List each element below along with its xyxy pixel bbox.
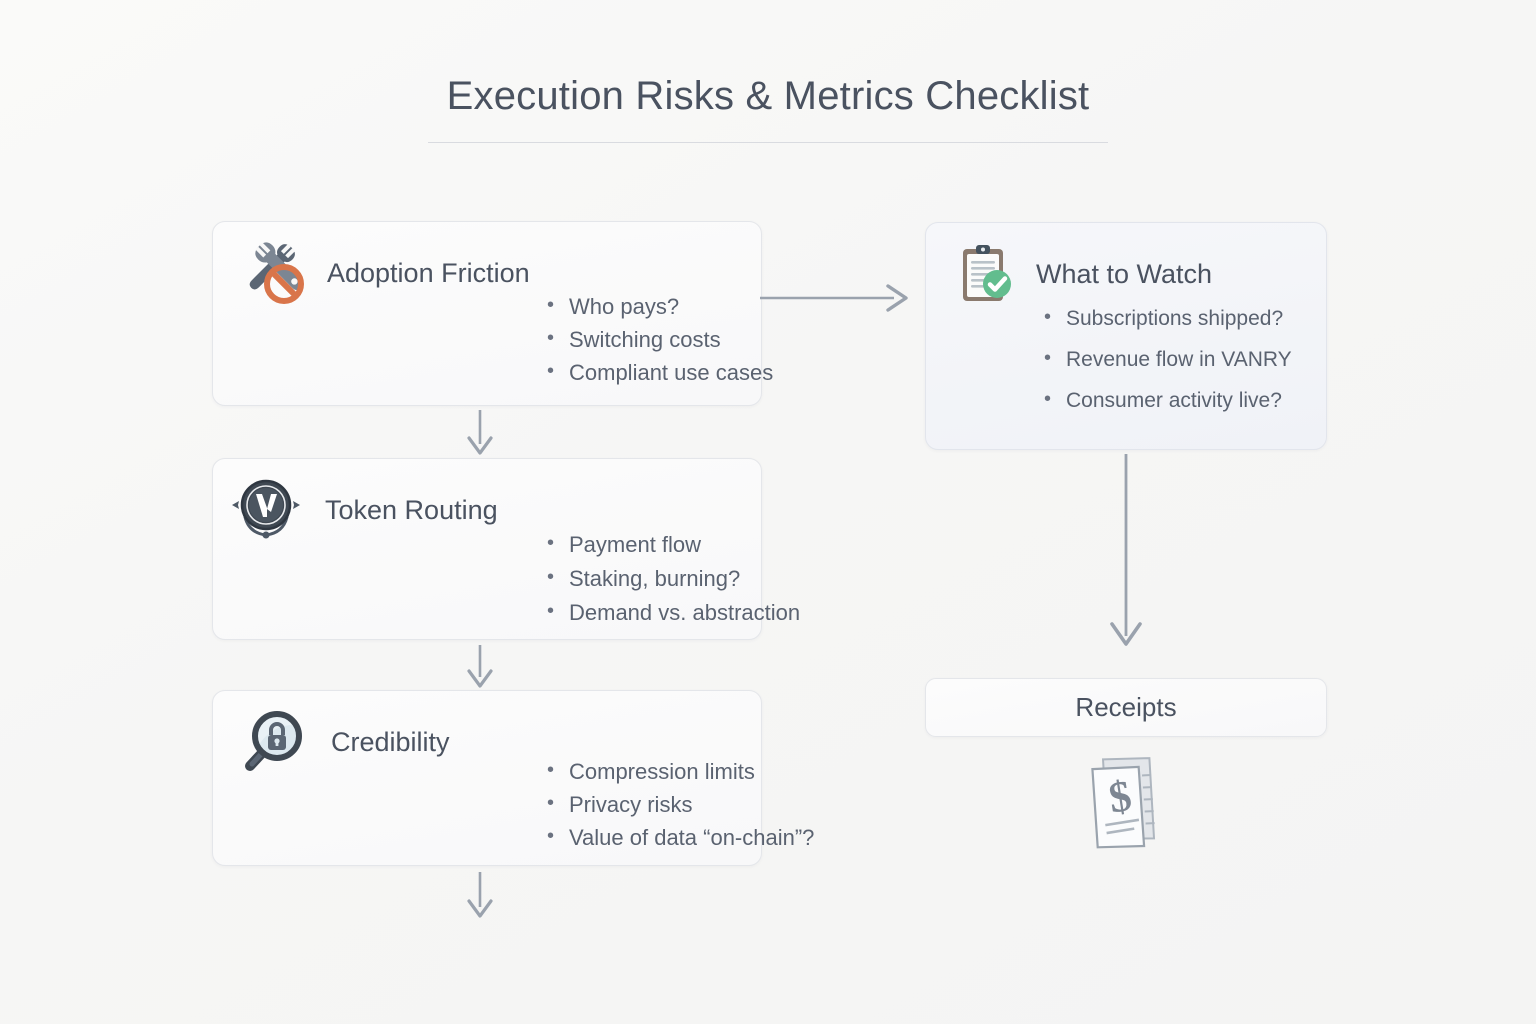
title-divider [428,142,1108,143]
token-coin-routing-icon [229,473,303,547]
card-credibility[interactable]: Credibility Compression limits Privacy r… [212,690,814,866]
card-what-to-watch[interactable]: What to Watch Subscriptions shipped? Rev… [925,222,1327,450]
list-item: Switching costs [547,328,773,351]
bullet-list: Who pays? Switching costs Compliant use … [547,295,773,395]
arrow-credibility-to-next [452,870,508,920]
card-header: Adoption Friction [239,236,530,310]
bullet-list: Compression limits Privacy risks Value o… [547,760,814,860]
card-token-routing[interactable]: Token Routing Payment flow Staking, burn… [212,458,800,640]
list-item: Subscriptions shipped? [1044,307,1292,329]
arrow-watch-to-receipts [1096,452,1156,652]
arrow-token-to-credibility [452,643,508,689]
list-item: Value of data “on-chain”? [547,826,814,849]
card-title: What to Watch [1036,258,1213,289]
title-block: Execution Risks & Metrics Checklist [0,72,1536,143]
card-title: Token Routing [325,494,498,525]
receipt-dollar-icon: $ [1058,742,1198,862]
card-header: Token Routing [229,473,498,547]
card-title: Credibility [331,726,450,757]
list-item: Consumer activity live? [1044,389,1292,411]
card-header: What to Watch [950,237,1212,311]
card-header: Credibility [239,705,450,779]
list-item: Privacy risks [547,793,814,816]
card-adoption-friction[interactable]: Adoption Friction Who pays? Switching co… [212,221,773,406]
arrow-adoption-to-watch [758,268,913,328]
list-item: Demand vs. abstraction [547,601,800,624]
list-item: Payment flow [547,533,800,556]
list-item: Who pays? [547,295,773,318]
card-receipts[interactable]: Receipts [925,678,1327,737]
list-item: Compression limits [547,760,814,783]
arrow-adoption-to-token [452,408,508,456]
crossed-wrenches-prohibited-icon [239,236,313,310]
magnifier-lock-icon [239,705,313,779]
card-title: Adoption Friction [327,257,530,288]
receipts-label: Receipts [1075,692,1177,722]
clipboard-check-icon [950,237,1024,311]
bullet-list: Subscriptions shipped? Revenue flow in V… [1044,307,1292,431]
bullet-list: Payment flow Staking, burning? Demand vs… [547,533,800,636]
page-title: Execution Risks & Metrics Checklist [446,74,1090,118]
list-item: Revenue flow in VANRY [1044,348,1292,370]
list-item: Compliant use cases [547,361,773,384]
list-item: Staking, burning? [547,567,800,590]
